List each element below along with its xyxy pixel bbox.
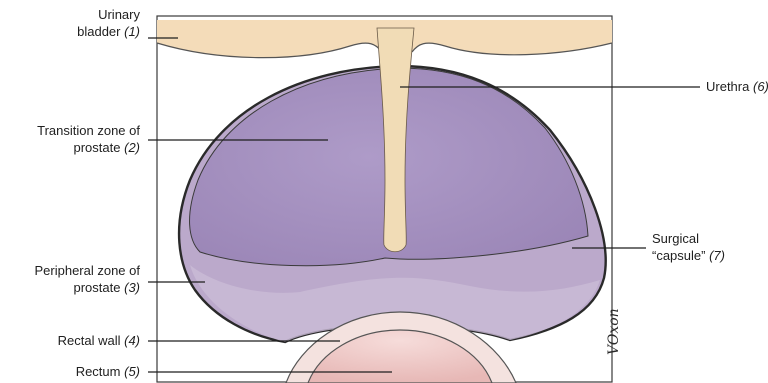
artist-signature: VOxon <box>606 308 622 355</box>
label-rectal-wall-num: (4) <box>124 333 140 348</box>
label-urethra: Urethra (6) <box>706 78 768 95</box>
label-bladder-line1: Urinary <box>77 6 140 23</box>
label-transition-line1: Transition zone of <box>37 122 140 139</box>
label-capsule-num: (7) <box>709 248 725 263</box>
label-capsule-line2: “capsule” <box>652 248 705 263</box>
label-rectal-wall: Rectal wall (4) <box>58 332 140 349</box>
label-urinary-bladder: Urinary bladder (1) <box>77 6 140 40</box>
label-bladder-line2-wrap: bladder (1) <box>77 23 140 40</box>
label-urethra-num: (6) <box>753 79 768 94</box>
label-peripheral-zone: Peripheral zone of prostate (3) <box>34 262 140 296</box>
label-rectum: Rectum (5) <box>76 363 140 380</box>
label-rectum-num: (5) <box>124 364 140 379</box>
label-peripheral-line1: Peripheral zone of <box>34 262 140 279</box>
label-peripheral-line2: prostate <box>74 280 121 295</box>
label-capsule-line1: Surgical <box>652 230 725 247</box>
label-bladder-num: (1) <box>124 24 140 39</box>
label-urethra-text: Urethra <box>706 79 749 94</box>
label-peripheral-num: (3) <box>124 280 140 295</box>
label-bladder-line2: bladder <box>77 24 120 39</box>
label-rectal-wall-text: Rectal wall <box>58 333 121 348</box>
label-peripheral-line2-wrap: prostate (3) <box>34 279 140 296</box>
label-capsule-line2-wrap: “capsule” (7) <box>652 247 725 264</box>
label-transition-line2: prostate <box>74 140 121 155</box>
label-rectum-text: Rectum <box>76 364 121 379</box>
label-transition-line2-wrap: prostate (2) <box>37 139 140 156</box>
label-transition-zone: Transition zone of prostate (2) <box>37 122 140 156</box>
label-surgical-capsule: Surgical “capsule” (7) <box>652 230 725 264</box>
label-transition-num: (2) <box>124 140 140 155</box>
